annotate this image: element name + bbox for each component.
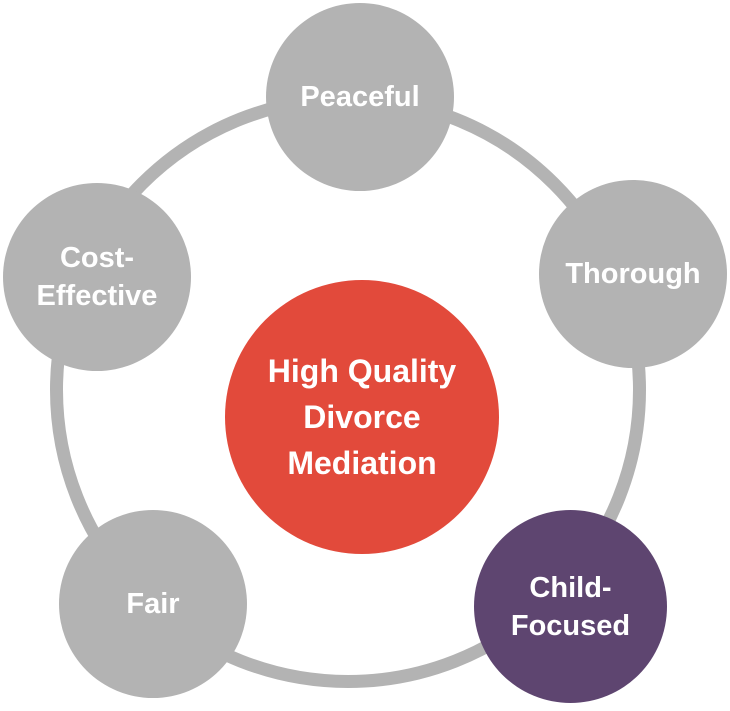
node-thorough: Thorough bbox=[539, 180, 727, 368]
center-node-label: High Quality Divorce Mediation bbox=[267, 353, 457, 481]
node-fair-label: Fair bbox=[126, 588, 180, 620]
node-child-focused-label: Child- Focused bbox=[510, 571, 631, 642]
node-fair: Fair bbox=[59, 510, 247, 698]
center-node: High Quality Divorce Mediation bbox=[225, 280, 499, 554]
node-child-focused: Child- Focused bbox=[474, 510, 667, 703]
node-cost-effective: Cost- Effective bbox=[3, 183, 191, 371]
node-thorough-label: Thorough bbox=[565, 258, 701, 290]
node-peaceful: Peaceful bbox=[266, 3, 454, 191]
node-cost-effective-label: Cost- Effective bbox=[36, 242, 158, 312]
node-peaceful-label: Peaceful bbox=[300, 81, 420, 113]
